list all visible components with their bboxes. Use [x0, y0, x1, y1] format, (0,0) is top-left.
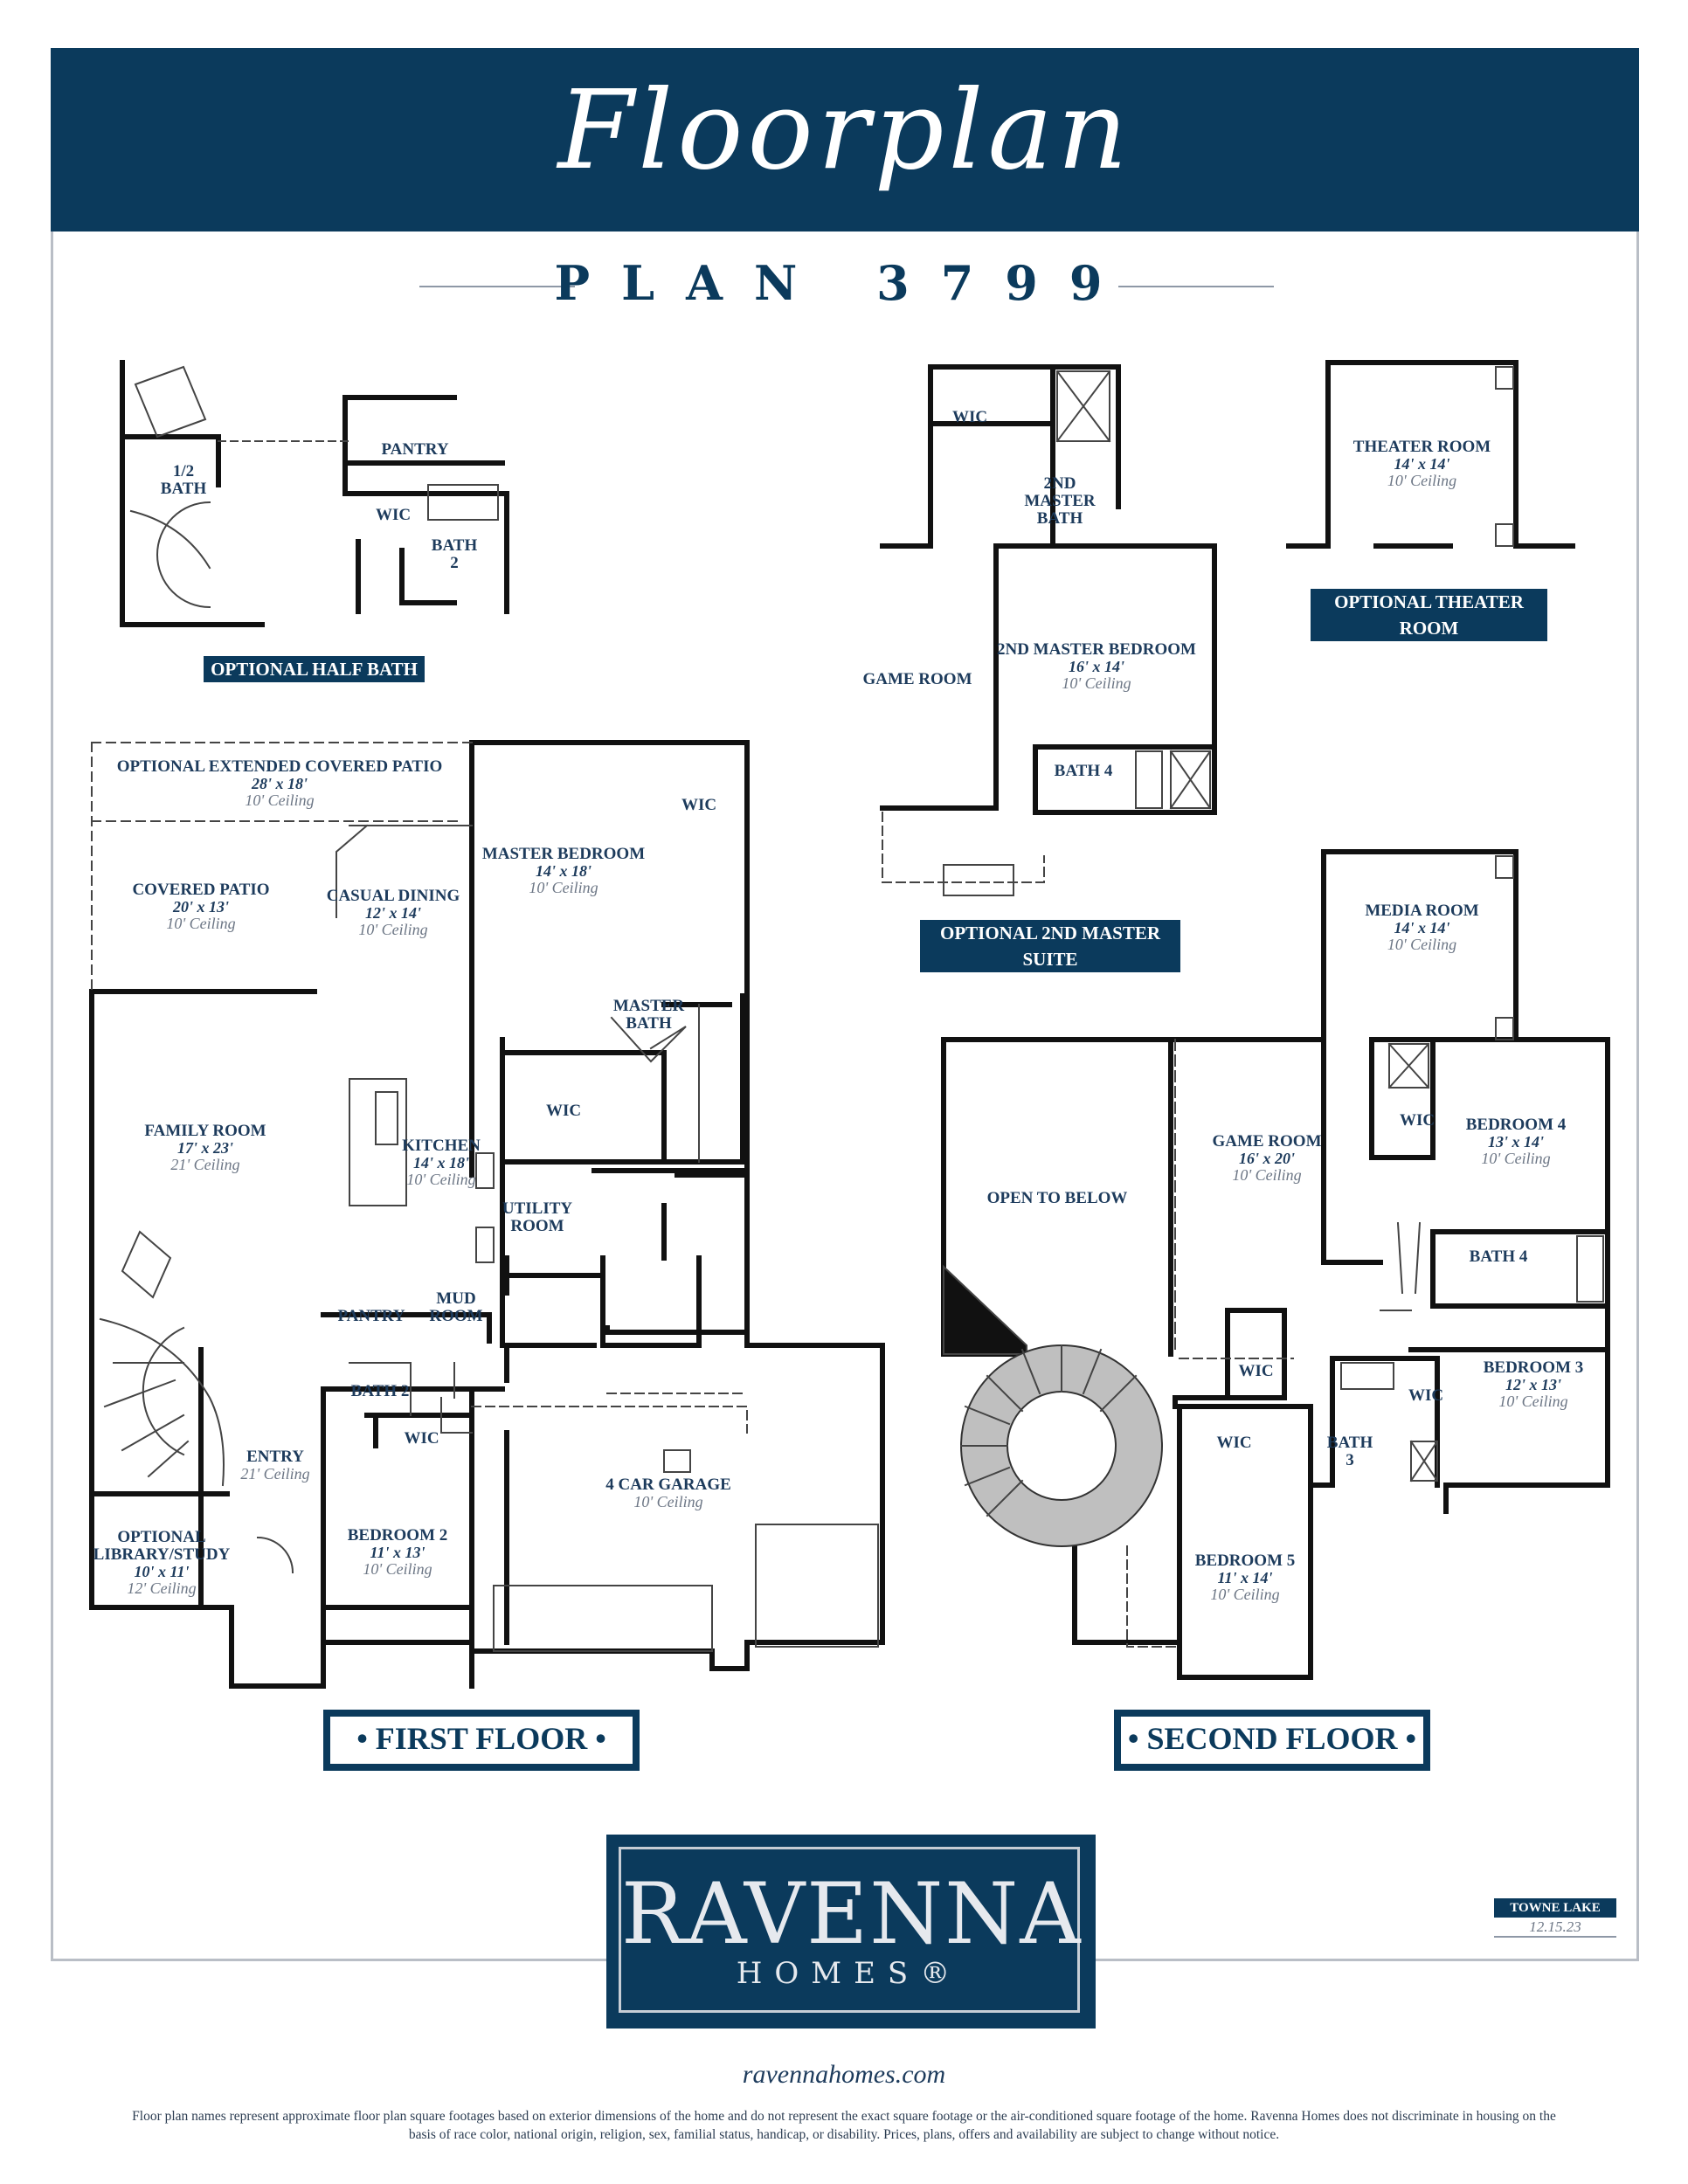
community-tag: TOWNE LAKE	[1494, 1898, 1616, 1918]
room-kitchen: KITCHEN 14' x 18' 10' Ceiling	[402, 1137, 481, 1188]
room-bedroom5: BEDROOM 5 11' x 14' 10' Ceiling	[1194, 1552, 1296, 1603]
room-game-room-suite: GAME ROOM	[862, 670, 972, 688]
room-master-bath: MASTER BATH	[612, 997, 685, 1033]
first-floor-label: • FIRST FLOOR •	[323, 1710, 640, 1771]
room-wic-master: WIC	[681, 796, 717, 814]
room-garage: 4 CAR GARAGE 10' Ceiling	[605, 1476, 731, 1510]
room-family-room: FAMILY ROOM 17' x 23' 21' Ceiling	[144, 1122, 266, 1173]
header-banner: Floorplan	[51, 48, 1639, 232]
room-bedroom3: BEDROOM 3 12' x 13' 10' Ceiling	[1483, 1358, 1584, 1410]
room-open-to-below: OPEN TO BELOW	[986, 1189, 1128, 1207]
first-floor-walls	[89, 740, 885, 1689]
room-casual-dining: CASUAL DINING 12' x 14' 10' Ceiling	[326, 887, 460, 938]
room-wic-bedroom3: WIC	[1408, 1386, 1444, 1405]
room-media: MEDIA ROOM 14' x 14' 10' Ceiling	[1365, 902, 1479, 953]
room-bath4-suite: BATH 4	[1054, 762, 1113, 780]
ravenna-homes-logo: RAVENNA HOMES®	[606, 1835, 1096, 2028]
legal-disclaimer: Floor plan names represent approximate f…	[132, 2109, 1556, 2142]
room-wic-master-2: WIC	[545, 1102, 582, 1120]
room-mud-room: MUD ROOM	[429, 1289, 483, 1325]
room-2nd-master-bath: 2ND MASTER BATH	[1024, 474, 1096, 528]
room-wic-inset: WIC	[375, 506, 412, 524]
room-wic-bedroom5: WIC	[1216, 1434, 1252, 1452]
room-wic-a: WIC	[1238, 1362, 1274, 1380]
plan-number: PLAN 3799	[554, 255, 1134, 311]
first-floor-details	[91, 742, 879, 1652]
room-master-bedroom: MASTER BEDROOM 14' x 18' 10' Ceiling	[481, 845, 646, 896]
second-floor-walls	[941, 849, 1610, 1680]
tag-optional-theater-room: OPTIONAL THEATER ROOM	[1311, 589, 1547, 641]
room-game-room: GAME ROOM 16' x 20' 10' Ceiling	[1212, 1132, 1322, 1184]
room-bath2-inset: BATH 2	[431, 536, 478, 572]
room-2nd-master-bedroom: 2ND MASTER BEDROOM 16' x 14' 10' Ceiling	[996, 640, 1196, 692]
master-suite-inset-walls	[880, 364, 1217, 815]
revision-date: 12.15.23	[1494, 1918, 1616, 1938]
divider-right	[1118, 286, 1274, 287]
room-bedroom4: BEDROOM 4 13' x 14' 10' Ceiling	[1465, 1116, 1567, 1167]
half-bath-inset-walls	[120, 360, 509, 627]
room-covered-patio: COVERED PATIO 20' x 13' 10' Ceiling	[132, 881, 270, 932]
room-bedroom2: BEDROOM 2 11' x 13' 10' Ceiling	[347, 1526, 448, 1578]
second-floor-details	[943, 855, 1604, 1648]
room-wic-suite: WIC	[951, 408, 988, 426]
room-wic-bedroom2: WIC	[404, 1429, 439, 1448]
room-utility: UTILITY ROOM	[502, 1199, 573, 1235]
page-title: Floorplan	[557, 67, 1132, 194]
room-optional-extended-patio: OPTIONAL EXTENDED COVERED PATIO 28' x 18…	[116, 757, 443, 809]
room-bath4: BATH 4	[1469, 1248, 1528, 1266]
tag-optional-half-bath: OPTIONAL HALF BATH	[204, 656, 425, 682]
website-link[interactable]: ravennahomes.com	[742, 2060, 946, 2089]
room-entry: ENTRY 21' Ceiling	[240, 1448, 310, 1482]
room-theater: THEATER ROOM 14' x 14' 10' Ceiling	[1352, 438, 1491, 489]
room-pantry: PANTRY	[337, 1307, 405, 1325]
room-half-bath: 1/2 BATH	[160, 462, 207, 498]
room-optional-library: OPTIONAL LIBRARY/STUDY 10' x 11' 12' Cei…	[93, 1528, 231, 1597]
divider-left	[419, 286, 575, 287]
room-pantry-inset: PANTRY	[381, 440, 449, 459]
second-floor-label: • SECOND FLOOR •	[1114, 1710, 1430, 1771]
room-bath3: BATH 3	[1326, 1434, 1373, 1469]
tag-optional-2nd-master-suite: OPTIONAL 2ND MASTER SUITE	[920, 920, 1180, 972]
room-bath2: BATH 2	[350, 1382, 410, 1400]
room-wic-bedroom4: WIC	[1399, 1111, 1435, 1130]
theater-inset-walls	[1286, 360, 1575, 549]
